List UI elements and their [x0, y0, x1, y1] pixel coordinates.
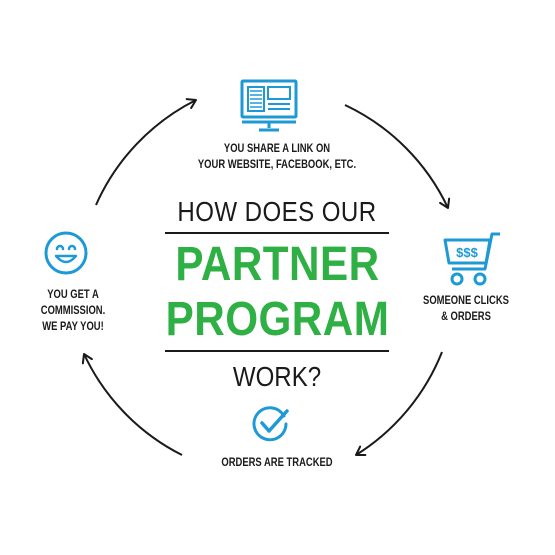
step-orders-tracked-label: ORDERS ARE TRACKED — [221, 457, 333, 469]
arrow-top-right — [344, 104, 451, 209]
arrow-bottom-right — [355, 351, 443, 457]
heading-how-does-our: HOW DOES OUR — [177, 196, 377, 227]
divider-bottom — [165, 350, 389, 352]
shopping-cart-icon: $$$ — [442, 231, 504, 289]
title-program: PROGRAM — [165, 293, 390, 346]
cart-price-text: $$$ — [456, 245, 478, 260]
step-share-link-label: YOU SHARE A LINK ON YOUR WEBSITE, FACEBO… — [197, 143, 357, 171]
arrow-top-left — [95, 98, 197, 206]
smiley-icon — [43, 230, 89, 276]
monitor-icon — [239, 78, 299, 134]
step-someone-clicks-label: SOMEONE CLICKS & ORDERS — [423, 295, 509, 323]
heading-work: WORK? — [232, 361, 322, 392]
checkmark-icon — [251, 404, 291, 444]
step-commission-label: YOU GET A COMMISSION. WE PAY YOU! — [40, 289, 106, 333]
title-partner: PARTNER — [175, 238, 380, 291]
divider-top — [165, 232, 389, 234]
arrow-bottom-left — [81, 353, 183, 456]
